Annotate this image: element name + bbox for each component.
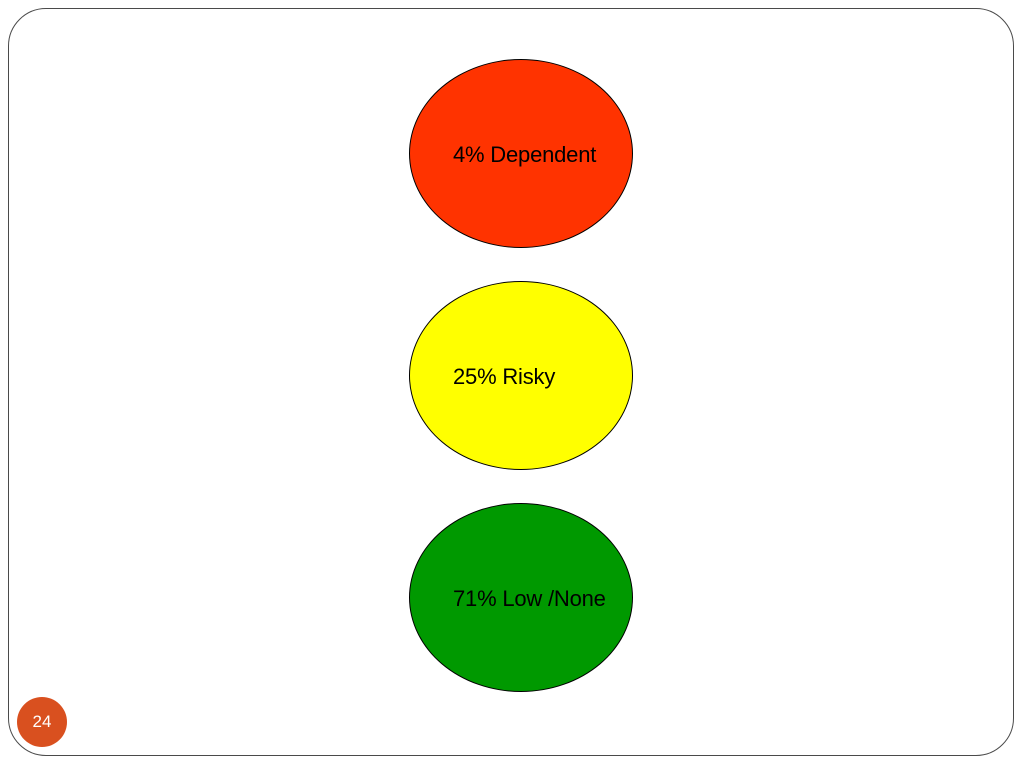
dependent-label: 4% Dependent [453, 142, 597, 167]
low-none-label: 71% Low /None [453, 586, 606, 611]
risky-circle: 25% Risky [409, 281, 633, 470]
page-number-badge: 24 [17, 697, 67, 747]
dependent-circle: 4% Dependent [409, 59, 633, 248]
risky-label: 25% Risky [453, 364, 556, 389]
low-none-circle: 71% Low /None [409, 503, 633, 692]
page-number: 24 [32, 712, 52, 731]
